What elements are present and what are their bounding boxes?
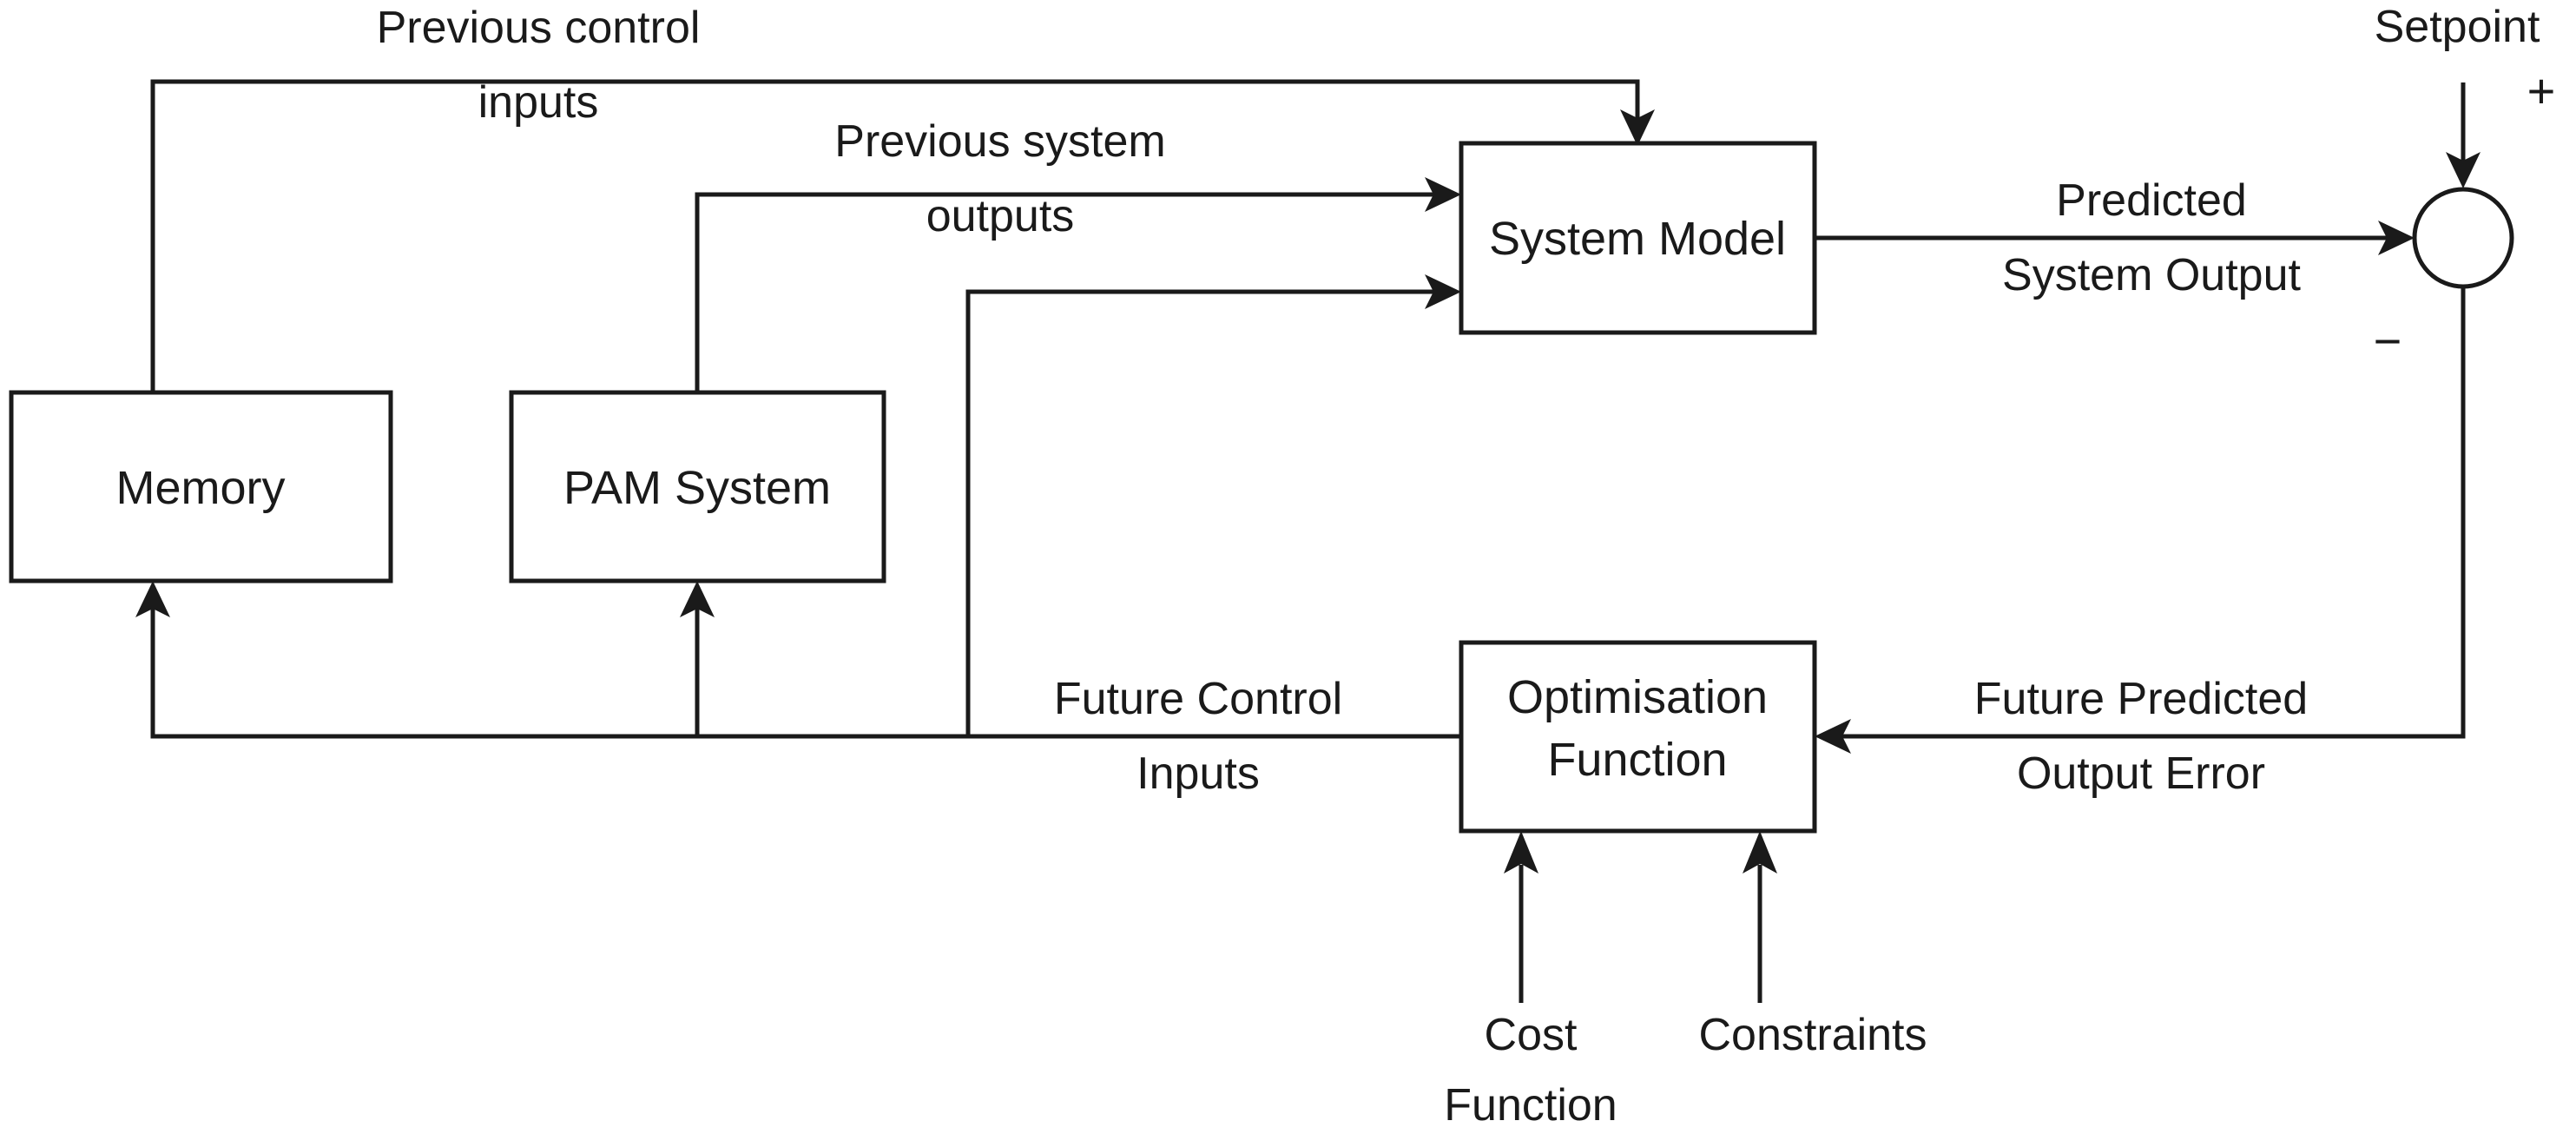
block-pam-system[interactable]: PAM System xyxy=(509,390,886,583)
summing-junction-circle[interactable] xyxy=(2412,187,2514,289)
previous-control-inputs-line1: Previous control xyxy=(377,3,701,53)
optimisation-function-label-line1: Optimisation xyxy=(1507,671,1768,723)
optimisation-function-label-line2: Function xyxy=(1547,734,1727,786)
constraints-label: Constraints xyxy=(1699,1010,1927,1060)
label-previous-system-outputs: Previous system outputs xyxy=(834,116,1165,241)
arrowhead-into-optimisation-bottom-right xyxy=(1743,831,1777,874)
arrowhead-into-optimisation-right xyxy=(1815,719,1851,754)
setpoint-label: Setpoint xyxy=(2375,2,2540,52)
future-control-inputs-line1: Future Control xyxy=(1054,674,1342,724)
arrowhead-into-system-model-lower-left xyxy=(1425,274,1461,309)
wire-future-control-inputs-to-model xyxy=(965,274,1461,736)
label-predicted-system-output: Predicted System Output xyxy=(2002,175,2301,300)
arrowhead-into-summing-junction-left xyxy=(2378,221,2415,255)
block-system-model[interactable]: System Model xyxy=(1459,141,1817,335)
label-future-control-inputs: Future Control Inputs xyxy=(1054,674,1342,799)
minus-sign-label: − xyxy=(2374,313,2402,368)
future-control-inputs-line2: Inputs xyxy=(1136,748,1260,799)
block-memory[interactable]: Memory xyxy=(9,390,393,583)
cost-function-line2: Function xyxy=(1444,1080,1617,1131)
wire-future-control-inputs-bus xyxy=(135,581,1461,739)
label-future-predicted-output-error: Future Predicted Output Error xyxy=(1974,674,2308,799)
arrowhead-into-system-model-upper-left xyxy=(1425,177,1461,212)
pam-system-label: PAM System xyxy=(563,462,831,514)
previous-system-outputs-line2: outputs xyxy=(926,191,1075,241)
arrowhead-into-optimisation-bottom-left xyxy=(1504,831,1538,874)
wire-cost-function xyxy=(1504,831,1538,1003)
label-constraints: Constraints xyxy=(1699,1010,1927,1060)
wire-previous-control-inputs xyxy=(150,79,1655,392)
predicted-system-output-line1: Predicted xyxy=(2056,175,2247,226)
wire-predicted-system-output xyxy=(1815,221,2415,255)
wire-constraints xyxy=(1743,831,1777,1003)
cost-function-line1: Cost xyxy=(1485,1010,1578,1060)
label-previous-control-inputs: Previous control inputs xyxy=(377,3,701,128)
arrowhead-into-system-model-top xyxy=(1620,109,1655,146)
wire-future-predicted-output-error xyxy=(1815,287,2466,754)
pam-system-box[interactable] xyxy=(509,390,886,583)
wire-previous-system-outputs xyxy=(695,177,1461,392)
system-model-box[interactable] xyxy=(1459,141,1817,335)
wire-setpoint xyxy=(2446,82,2480,188)
memory-box[interactable] xyxy=(9,390,393,583)
previous-system-outputs-line1: Previous system xyxy=(834,116,1165,167)
optimisation-function-box[interactable] xyxy=(1459,640,1817,834)
block-summing-junction[interactable] xyxy=(2412,187,2514,289)
arrowhead-into-summing-junction-top xyxy=(2446,152,2480,188)
label-setpoint: Setpoint xyxy=(2375,2,2540,52)
system-model-label: System Model xyxy=(1489,213,1786,265)
memory-label: Memory xyxy=(115,462,285,514)
previous-control-inputs-line2: inputs xyxy=(478,77,599,128)
future-predicted-output-error-line2: Output Error xyxy=(2017,748,2265,799)
arrowhead-into-memory-bottom xyxy=(135,581,170,617)
plus-sign-label: + xyxy=(2527,63,2556,118)
block-optimisation-function[interactable]: Optimisation Function xyxy=(1459,640,1817,834)
future-predicted-output-error-line1: Future Predicted xyxy=(1974,674,2308,724)
predicted-system-output-line2: System Output xyxy=(2002,250,2301,300)
label-cost-function: Cost Function xyxy=(1444,1010,1617,1131)
arrowhead-into-pam-system-bottom xyxy=(680,581,715,617)
